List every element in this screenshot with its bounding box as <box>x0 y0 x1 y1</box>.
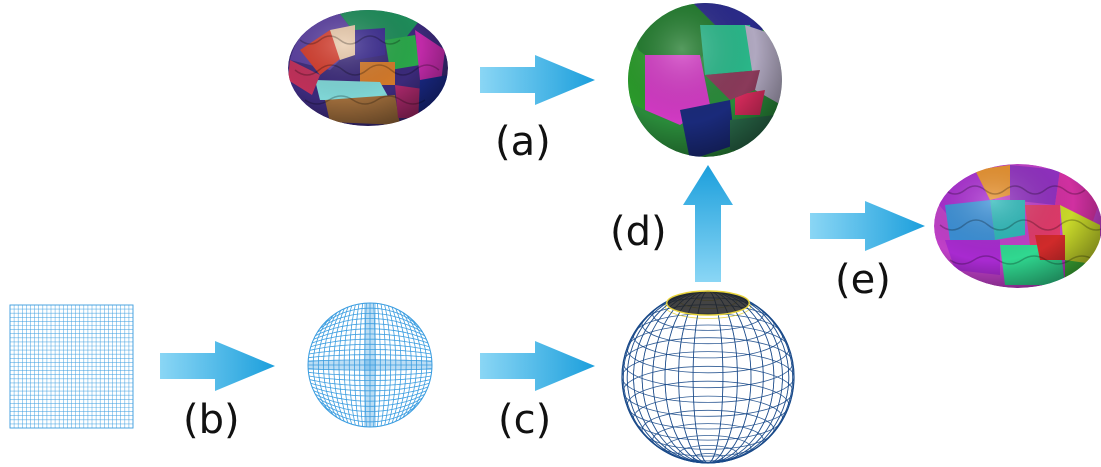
brain-parcellation-result <box>934 164 1101 288</box>
brain-parcellation-icon <box>934 164 1101 288</box>
disk-grid <box>307 302 433 428</box>
arrow-b <box>160 341 275 391</box>
disk-mesh-icon <box>308 303 432 427</box>
label-a: (a) <box>495 119 551 165</box>
sphere-grid <box>621 290 795 464</box>
arrow-d <box>683 165 733 282</box>
label-d: (d) <box>610 209 667 255</box>
square-grid-icon <box>9 304 134 429</box>
brain-parcellation-icon <box>288 10 448 126</box>
label-e: (e) <box>835 257 891 303</box>
brain-parcellation-source <box>288 10 448 126</box>
colored-sphere-icon <box>628 3 782 157</box>
wireframe-sphere-icon <box>621 290 795 464</box>
arrow-e <box>810 201 925 251</box>
sphere-parcellation <box>628 3 782 157</box>
arrow-a <box>480 55 595 105</box>
square-grid <box>9 304 134 429</box>
arrow-c <box>480 341 595 391</box>
label-b: (b) <box>183 397 240 443</box>
label-c: (c) <box>498 397 551 443</box>
